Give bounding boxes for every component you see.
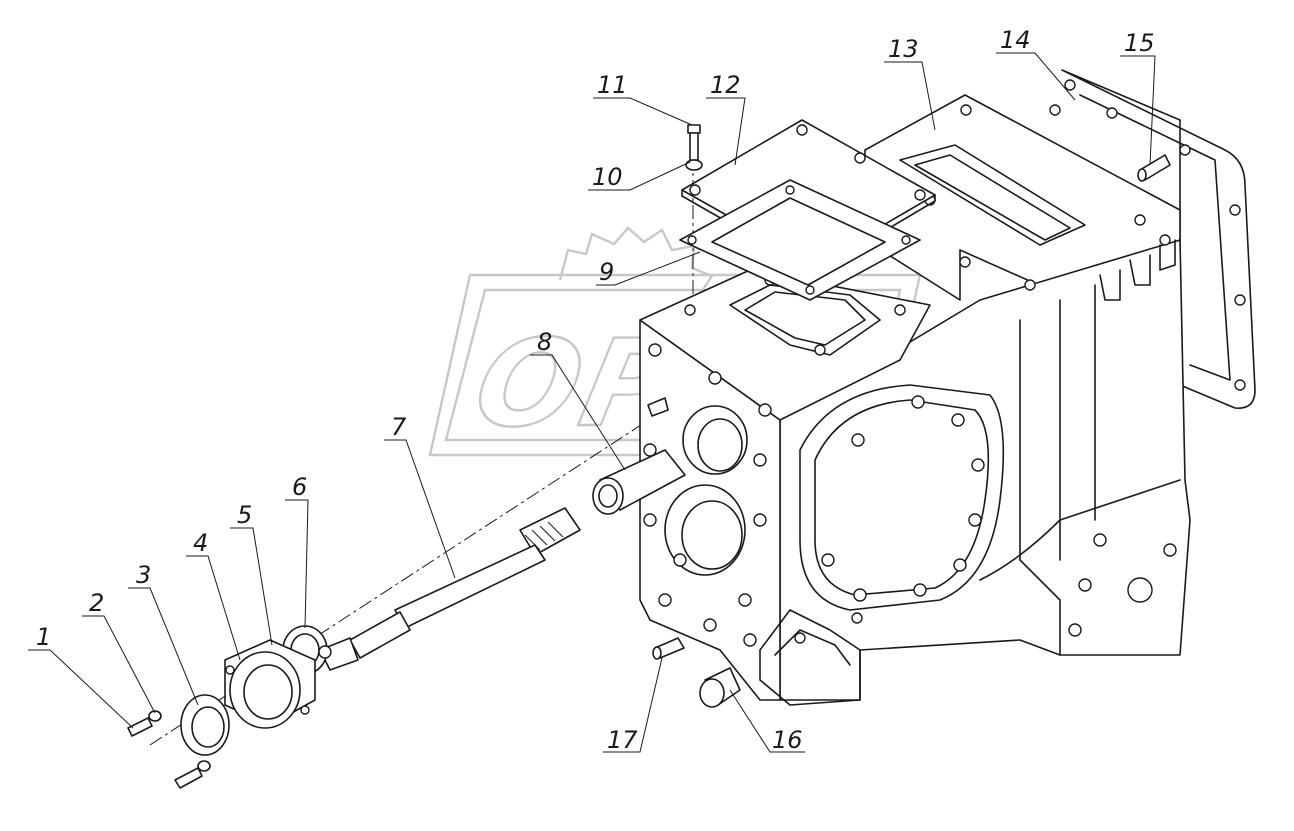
pin-17 bbox=[652, 637, 685, 660]
locating-pin bbox=[647, 397, 669, 417]
callout-3: 3 bbox=[136, 561, 151, 589]
callout-12: 12 bbox=[710, 71, 741, 99]
washer-2 bbox=[148, 710, 162, 722]
callout-5: 5 bbox=[237, 501, 252, 529]
callout-9: 9 bbox=[599, 258, 614, 286]
bolt-lower bbox=[174, 767, 203, 789]
drain-plug-16 bbox=[699, 667, 741, 708]
shaft-7 bbox=[319, 507, 581, 671]
dowel-pin-15 bbox=[1137, 154, 1171, 182]
callout-8: 8 bbox=[537, 328, 552, 356]
callout-2: 2 bbox=[89, 589, 104, 617]
flange-gasket bbox=[1049, 69, 1256, 409]
gearbox-housing bbox=[639, 94, 1191, 706]
callout-15: 15 bbox=[1124, 29, 1155, 57]
seal-3 bbox=[180, 694, 230, 756]
bolt-11 bbox=[687, 124, 701, 161]
callout-4: 4 bbox=[193, 529, 208, 557]
callout-10: 10 bbox=[592, 163, 623, 191]
gasket-9 bbox=[679, 179, 921, 301]
callout-6: 6 bbox=[292, 473, 307, 501]
callout-16: 16 bbox=[772, 726, 803, 754]
callout-14: 14 bbox=[1000, 26, 1031, 54]
bushing-8 bbox=[592, 449, 686, 515]
callout-13: 13 bbox=[888, 35, 919, 63]
bolt-1 bbox=[127, 717, 153, 737]
callout-11: 11 bbox=[597, 71, 628, 99]
leader-lines bbox=[28, 52, 1156, 753]
callout-1: 1 bbox=[36, 623, 51, 651]
washer-lower bbox=[197, 760, 211, 772]
bearing-cover-4 bbox=[224, 639, 316, 729]
callout-7: 7 bbox=[391, 413, 407, 441]
callout-17: 17 bbox=[607, 726, 638, 754]
washer-10 bbox=[685, 159, 703, 171]
